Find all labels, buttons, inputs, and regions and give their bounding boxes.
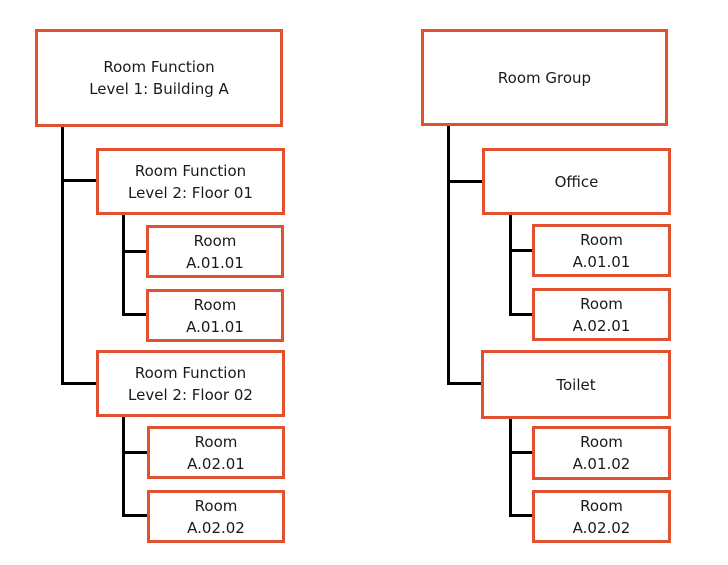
connector-toilet-branch-room2 — [509, 514, 532, 517]
node-room-a0202-floor02: Room A.02.02 — [147, 490, 285, 543]
node-label: Room Group — [497, 68, 592, 87]
node-label: Room A.01.01 — [186, 231, 244, 272]
node-label: Room A.02.01 — [187, 432, 245, 473]
node-label: Room Function Level 2: Floor 01 — [128, 161, 253, 202]
connector-right-branch-office — [447, 180, 482, 183]
connector-right-branch-toilet — [447, 382, 481, 385]
node-group-office: Office — [482, 148, 671, 215]
connector-floor02-branch-room1 — [122, 451, 147, 454]
node-room-a0102-toilet: Room A.01.02 — [532, 426, 671, 480]
node-room-a0201-office: Room A.02.01 — [532, 288, 671, 341]
connector-left-branch-floor02 — [61, 382, 96, 385]
node-label: Room A.01.01 — [572, 230, 631, 271]
connector-left-branch-floor01 — [61, 179, 96, 182]
connector-floor01-trunk — [122, 215, 125, 316]
node-label: Room A.01.02 — [572, 433, 631, 473]
node-room-a0101-office: Room A.01.01 — [532, 224, 671, 277]
node-room-a0101-floor01-1: Room A.01.01 — [146, 225, 284, 278]
connector-left-trunk — [61, 127, 64, 385]
connector-toilet-trunk — [509, 419, 512, 517]
connector-floor02-branch-room2 — [122, 514, 147, 517]
node-room-group: Room Group — [421, 29, 668, 126]
node-label: Room Function Level 2: Floor 02 — [128, 363, 253, 404]
connector-right-trunk — [447, 126, 450, 384]
node-label: Room A.02.02 — [572, 496, 631, 537]
connector-floor01-branch-room1 — [122, 250, 146, 253]
node-group-toilet: Toilet — [481, 350, 671, 419]
node-room-a0101-floor01-2: Room A.01.01 — [146, 289, 284, 342]
node-label: Room A.02.02 — [187, 496, 245, 537]
node-room-a0202-toilet: Room A.02.02 — [532, 490, 671, 543]
node-room-function-building-a: Room Function Level 1: Building A — [35, 29, 283, 127]
node-label: Office — [554, 172, 599, 191]
node-label: Toilet — [556, 375, 596, 394]
connector-floor02-trunk — [122, 417, 125, 517]
node-room-a0201-floor02: Room A.02.01 — [147, 426, 285, 479]
connector-floor01-branch-room2 — [122, 313, 146, 316]
connector-office-branch-room1 — [509, 249, 532, 252]
connector-toilet-branch-room1 — [509, 451, 532, 454]
node-label: Room A.02.01 — [572, 294, 631, 335]
connector-office-trunk — [509, 215, 512, 316]
node-room-function-floor-02: Room Function Level 2: Floor 02 — [96, 350, 285, 417]
node-label: Room Function Level 1: Building A — [89, 58, 229, 98]
node-label: Room A.01.01 — [186, 295, 244, 336]
connector-office-branch-room2 — [509, 313, 532, 316]
node-room-function-floor-01: Room Function Level 2: Floor 01 — [96, 148, 285, 215]
